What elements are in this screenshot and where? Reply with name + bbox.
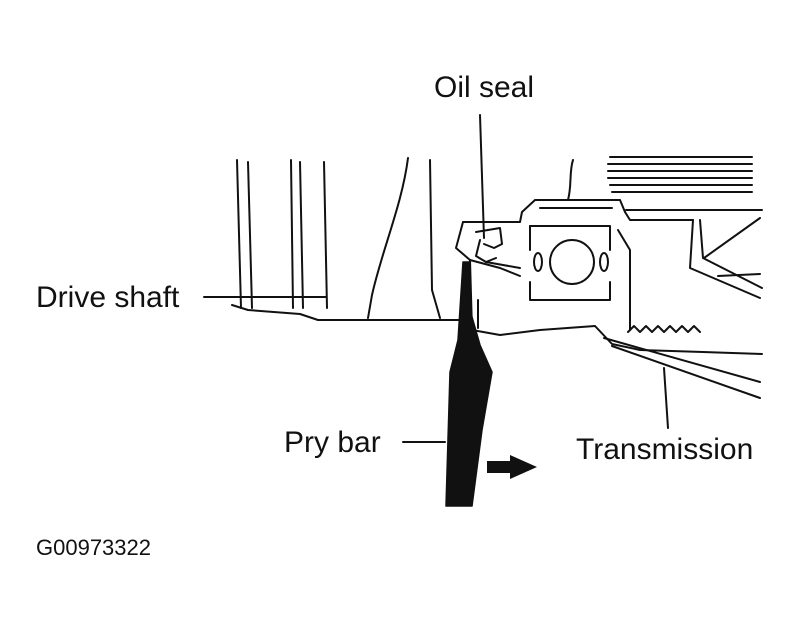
oil-seal-leader [479,114,485,239]
drive-shaft-body [231,157,471,321]
oil-seal-label: Oil seal [434,71,535,104]
arrow-right-icon [487,455,537,479]
pry-bar-label: Pry bar [284,426,381,459]
bearing [529,225,611,301]
transmission-leader [663,367,669,429]
oil-seal [475,227,521,269]
transmission-case [455,156,763,399]
transmission-label: Transmission [576,433,754,466]
figure-id: G00973322 [36,535,151,560]
drive-shaft-label: Drive shaft [36,281,180,314]
pry-bar [445,261,493,507]
